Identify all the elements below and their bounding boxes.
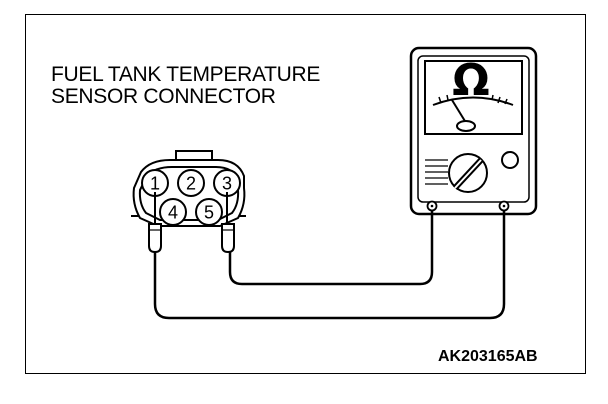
test-leads	[153, 211, 506, 320]
test-probe-icon	[148, 192, 235, 254]
ohmmeter-icon	[409, 46, 538, 216]
dial-icon	[448, 153, 488, 193]
pin-1-label: 1	[150, 174, 160, 194]
pin-3-label: 3	[222, 174, 232, 194]
pin-5-label: 5	[204, 203, 214, 223]
pin-2-label: 2	[186, 174, 196, 194]
connector-icon	[131, 150, 246, 227]
diagram-title: FUEL TANK TEMPERATURE SENSOR CONNECTOR	[51, 64, 320, 108]
title-line-2: SENSOR CONNECTOR	[51, 85, 276, 108]
ohm-symbol: Ω	[452, 55, 489, 106]
pin-4-label: 4	[168, 203, 178, 223]
figure-code: AK203165AB	[438, 348, 538, 365]
title-line-1: FUEL TANK TEMPERATURE	[51, 63, 321, 86]
connector-pin-labels: 1 2 3 4 5	[150, 174, 232, 223]
